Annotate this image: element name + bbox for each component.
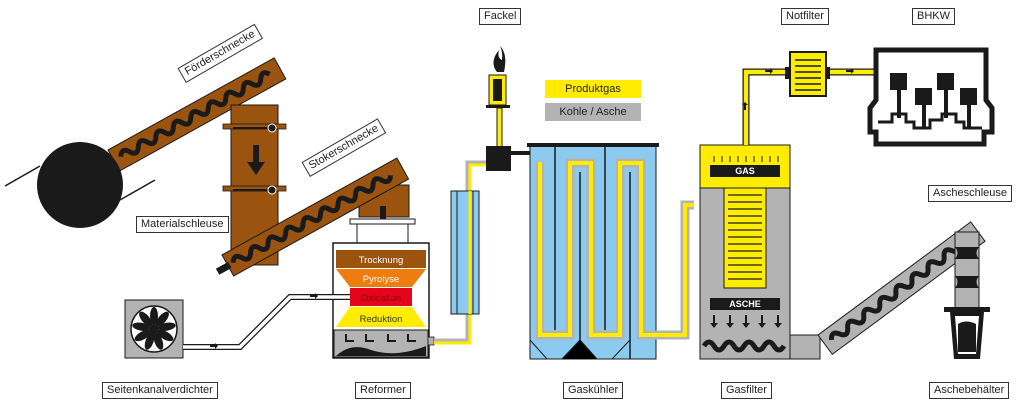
label-gasfilter: Gasfilter	[721, 382, 772, 399]
screw-icon	[829, 235, 970, 341]
label-gaskuehler: Gaskühler	[563, 382, 624, 399]
bhkw-engine	[867, 47, 995, 147]
gaskuehler	[527, 143, 694, 360]
down-arrows-icon	[710, 315, 782, 328]
label-materialschleuse: Materialschleuse	[136, 216, 229, 233]
label-fackel: Fackel	[479, 8, 522, 25]
reformer	[332, 218, 435, 359]
fackel	[486, 46, 531, 171]
label-bhkw: BHKW	[912, 8, 955, 25]
label-aschebehaelter: Aschebehälter	[929, 382, 1010, 399]
seitenkanalverdichter	[124, 299, 184, 359]
drum-line	[4, 165, 41, 187]
zone-pyrolyse: Pyrolyse	[363, 274, 399, 285]
label-ascheschleuse: Ascheschleuse	[928, 185, 1012, 202]
fan-icon	[132, 307, 176, 350]
label-seitenkanalverdichter: Seitenkanalverdichter	[102, 382, 218, 399]
label-reformer: Reformer	[355, 382, 411, 399]
screw-icon	[230, 175, 393, 263]
down-arrow-icon	[247, 145, 265, 175]
gas-label: GAS	[735, 166, 755, 176]
zone-reduktion: Reduktion	[360, 314, 403, 325]
ash-label: ASCHE	[729, 299, 761, 309]
legend-produktgas: Produktgas	[545, 80, 641, 98]
flow-arrows	[210, 68, 854, 349]
pre-cooler	[450, 190, 480, 315]
notfilter	[785, 51, 830, 97]
flame-icon	[493, 46, 506, 72]
label-notfilter: Notfilter	[781, 8, 829, 25]
stokerschnecke-conveyor	[215, 157, 410, 277]
screw-icon	[701, 339, 787, 353]
zone-trocknung: Trocknung	[359, 255, 404, 266]
drum-line	[119, 179, 156, 201]
screw-icon	[118, 70, 271, 157]
ascheschleuse-valve	[954, 231, 980, 309]
material-drum	[37, 142, 123, 228]
zone-oxidation: Oxidation	[361, 293, 401, 304]
legend-kohle-asche: Kohle / Asche	[545, 103, 641, 121]
aschebehaelter	[944, 307, 990, 359]
gasfilter	[699, 144, 821, 360]
